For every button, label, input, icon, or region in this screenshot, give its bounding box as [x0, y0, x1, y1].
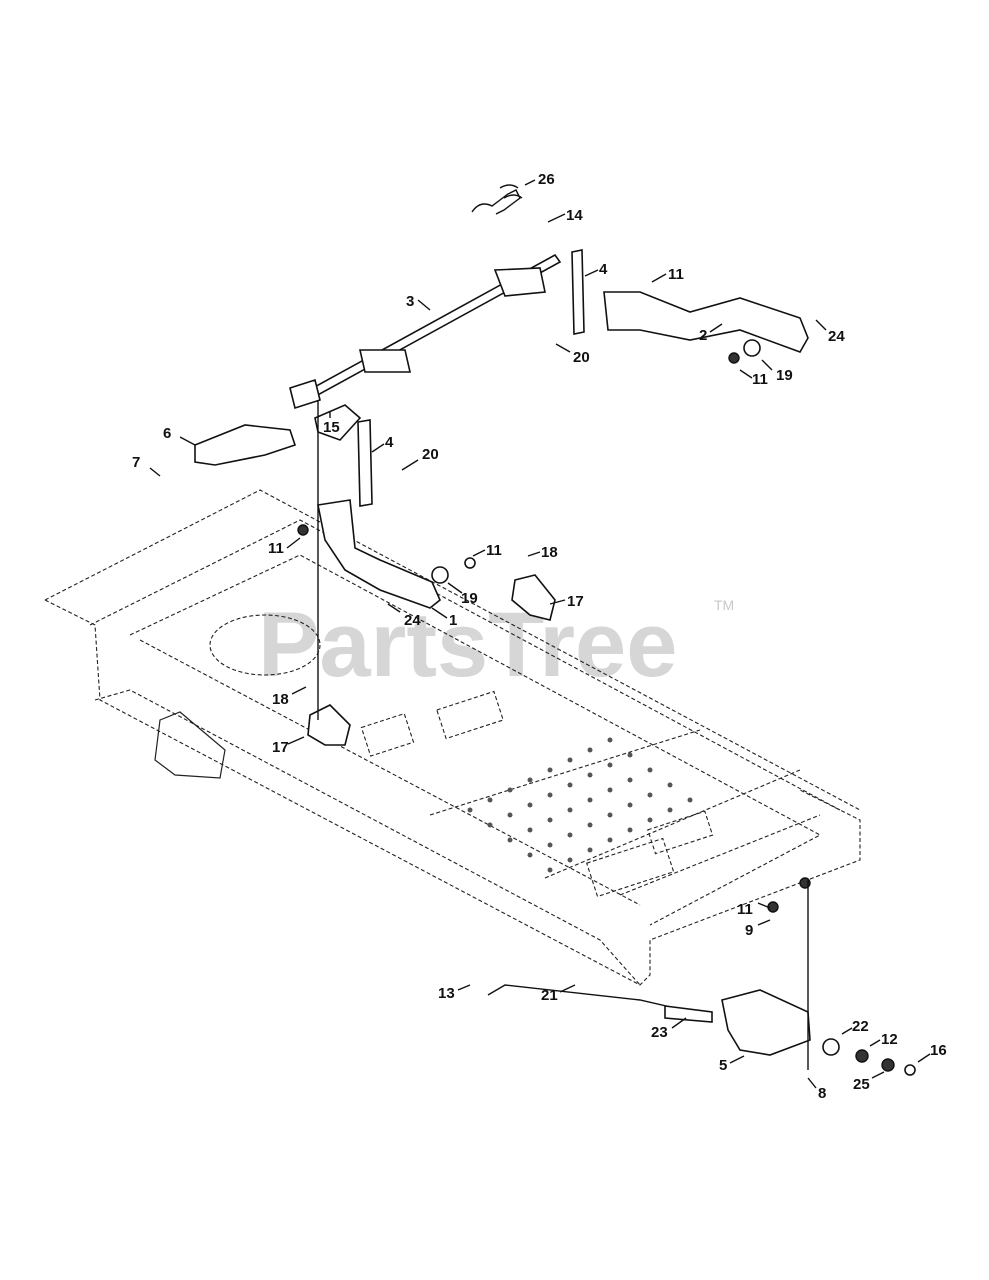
watermark-trademark: TM	[714, 597, 734, 613]
watermark: PartsTree TM	[258, 594, 734, 696]
callout-9: 9	[745, 922, 753, 939]
callout-4: 4	[599, 261, 608, 278]
nut-11c	[297, 524, 309, 536]
callout-22: 22	[852, 1018, 869, 1035]
callout-4: 4	[385, 434, 394, 451]
callout-16: 16	[930, 1042, 947, 1059]
callout-25: 25	[853, 1076, 870, 1093]
nut-25	[881, 1058, 895, 1072]
callout-20: 20	[573, 349, 590, 366]
callout-12: 12	[881, 1031, 898, 1048]
callout-18: 18	[272, 691, 289, 708]
callout-19: 19	[461, 590, 478, 607]
lever-right	[603, 291, 809, 353]
cap-16	[904, 1064, 916, 1076]
link-lower	[357, 419, 373, 507]
sleeve	[664, 1005, 713, 1023]
callout-11: 11	[737, 901, 753, 918]
link-top	[571, 249, 585, 335]
callout-17: 17	[272, 739, 289, 756]
callout-2: 2	[699, 327, 707, 344]
callout-26: 26	[538, 171, 555, 188]
lever-left	[194, 424, 297, 466]
parts	[194, 184, 916, 1076]
washer-22	[822, 1038, 840, 1056]
lift-shaft	[289, 253, 562, 410]
bracket-left	[307, 704, 351, 746]
washer-19b	[431, 566, 449, 584]
callouts: 26 14 4 11 3 2 24 20 11 19 6 15 4 20 7 1…	[132, 171, 947, 1102]
callout-20: 20	[422, 446, 439, 463]
callout-7: 7	[132, 454, 140, 471]
callout-1: 1	[449, 612, 457, 629]
callout-11: 11	[752, 371, 768, 388]
callout-11: 11	[486, 542, 502, 559]
callout-3: 3	[406, 293, 414, 310]
callout-21: 21	[541, 987, 558, 1004]
callout-24: 24	[404, 612, 421, 629]
callout-8: 8	[818, 1085, 826, 1102]
nut-11b	[728, 352, 740, 364]
callout-5: 5	[719, 1057, 727, 1074]
chassis-frame	[44, 489, 861, 986]
bracket-5	[721, 989, 811, 1056]
callout-18: 18	[541, 544, 558, 561]
callout-14: 14	[566, 207, 583, 224]
nut-11e	[767, 901, 779, 913]
washer-19a	[743, 339, 761, 357]
nut-11d	[464, 557, 476, 569]
callout-13: 13	[438, 985, 455, 1002]
callout-17: 17	[567, 593, 584, 610]
callout-11: 11	[268, 540, 284, 557]
nut-12	[855, 1049, 869, 1063]
lever-center	[317, 499, 441, 609]
callout-24: 24	[828, 328, 845, 345]
callout-15: 15	[323, 419, 340, 436]
callout-19: 19	[776, 367, 793, 384]
bracket-right	[511, 574, 556, 621]
floor-grate	[467, 737, 693, 873]
callout-11: 11	[668, 266, 684, 283]
spring	[471, 184, 523, 215]
callout-23: 23	[651, 1024, 668, 1041]
callout-6: 6	[163, 425, 171, 442]
